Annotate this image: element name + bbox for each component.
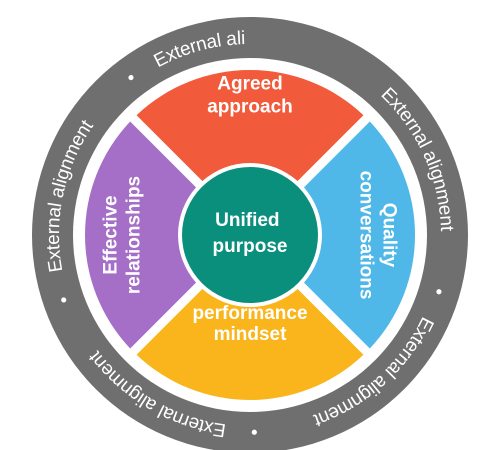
- segment-right: [303, 121, 416, 349]
- segment-label-bottom-line-3: mindset: [214, 324, 288, 345]
- segment-label-right-line-1: Quality: [379, 203, 400, 268]
- segment-label-left-line-1: Effective: [101, 195, 122, 274]
- segment-top: [136, 70, 364, 182]
- segment-label-left-line-2: relationships: [124, 176, 145, 294]
- center-label-line-1: Unified: [215, 210, 279, 231]
- center-label: Unified purpose: [213, 210, 288, 257]
- segment-label-top-line-1: Agreed: [217, 74, 282, 95]
- segment-bottom: [136, 288, 364, 400]
- ring-separator-1: •: [0, 0, 3, 11]
- segment-label-bottom-line-2: performance: [192, 303, 307, 324]
- center-circle: [182, 167, 318, 303]
- ring-separator-3: •: [251, 421, 258, 442]
- segment-label-right: Qualityconversations: [356, 171, 400, 300]
- segment-label-right-line-2: conversations: [356, 171, 377, 300]
- segment-label-top-line-2: approach: [207, 97, 293, 118]
- center-label-line-2: purpose: [213, 236, 288, 257]
- segment-left: [85, 121, 197, 349]
